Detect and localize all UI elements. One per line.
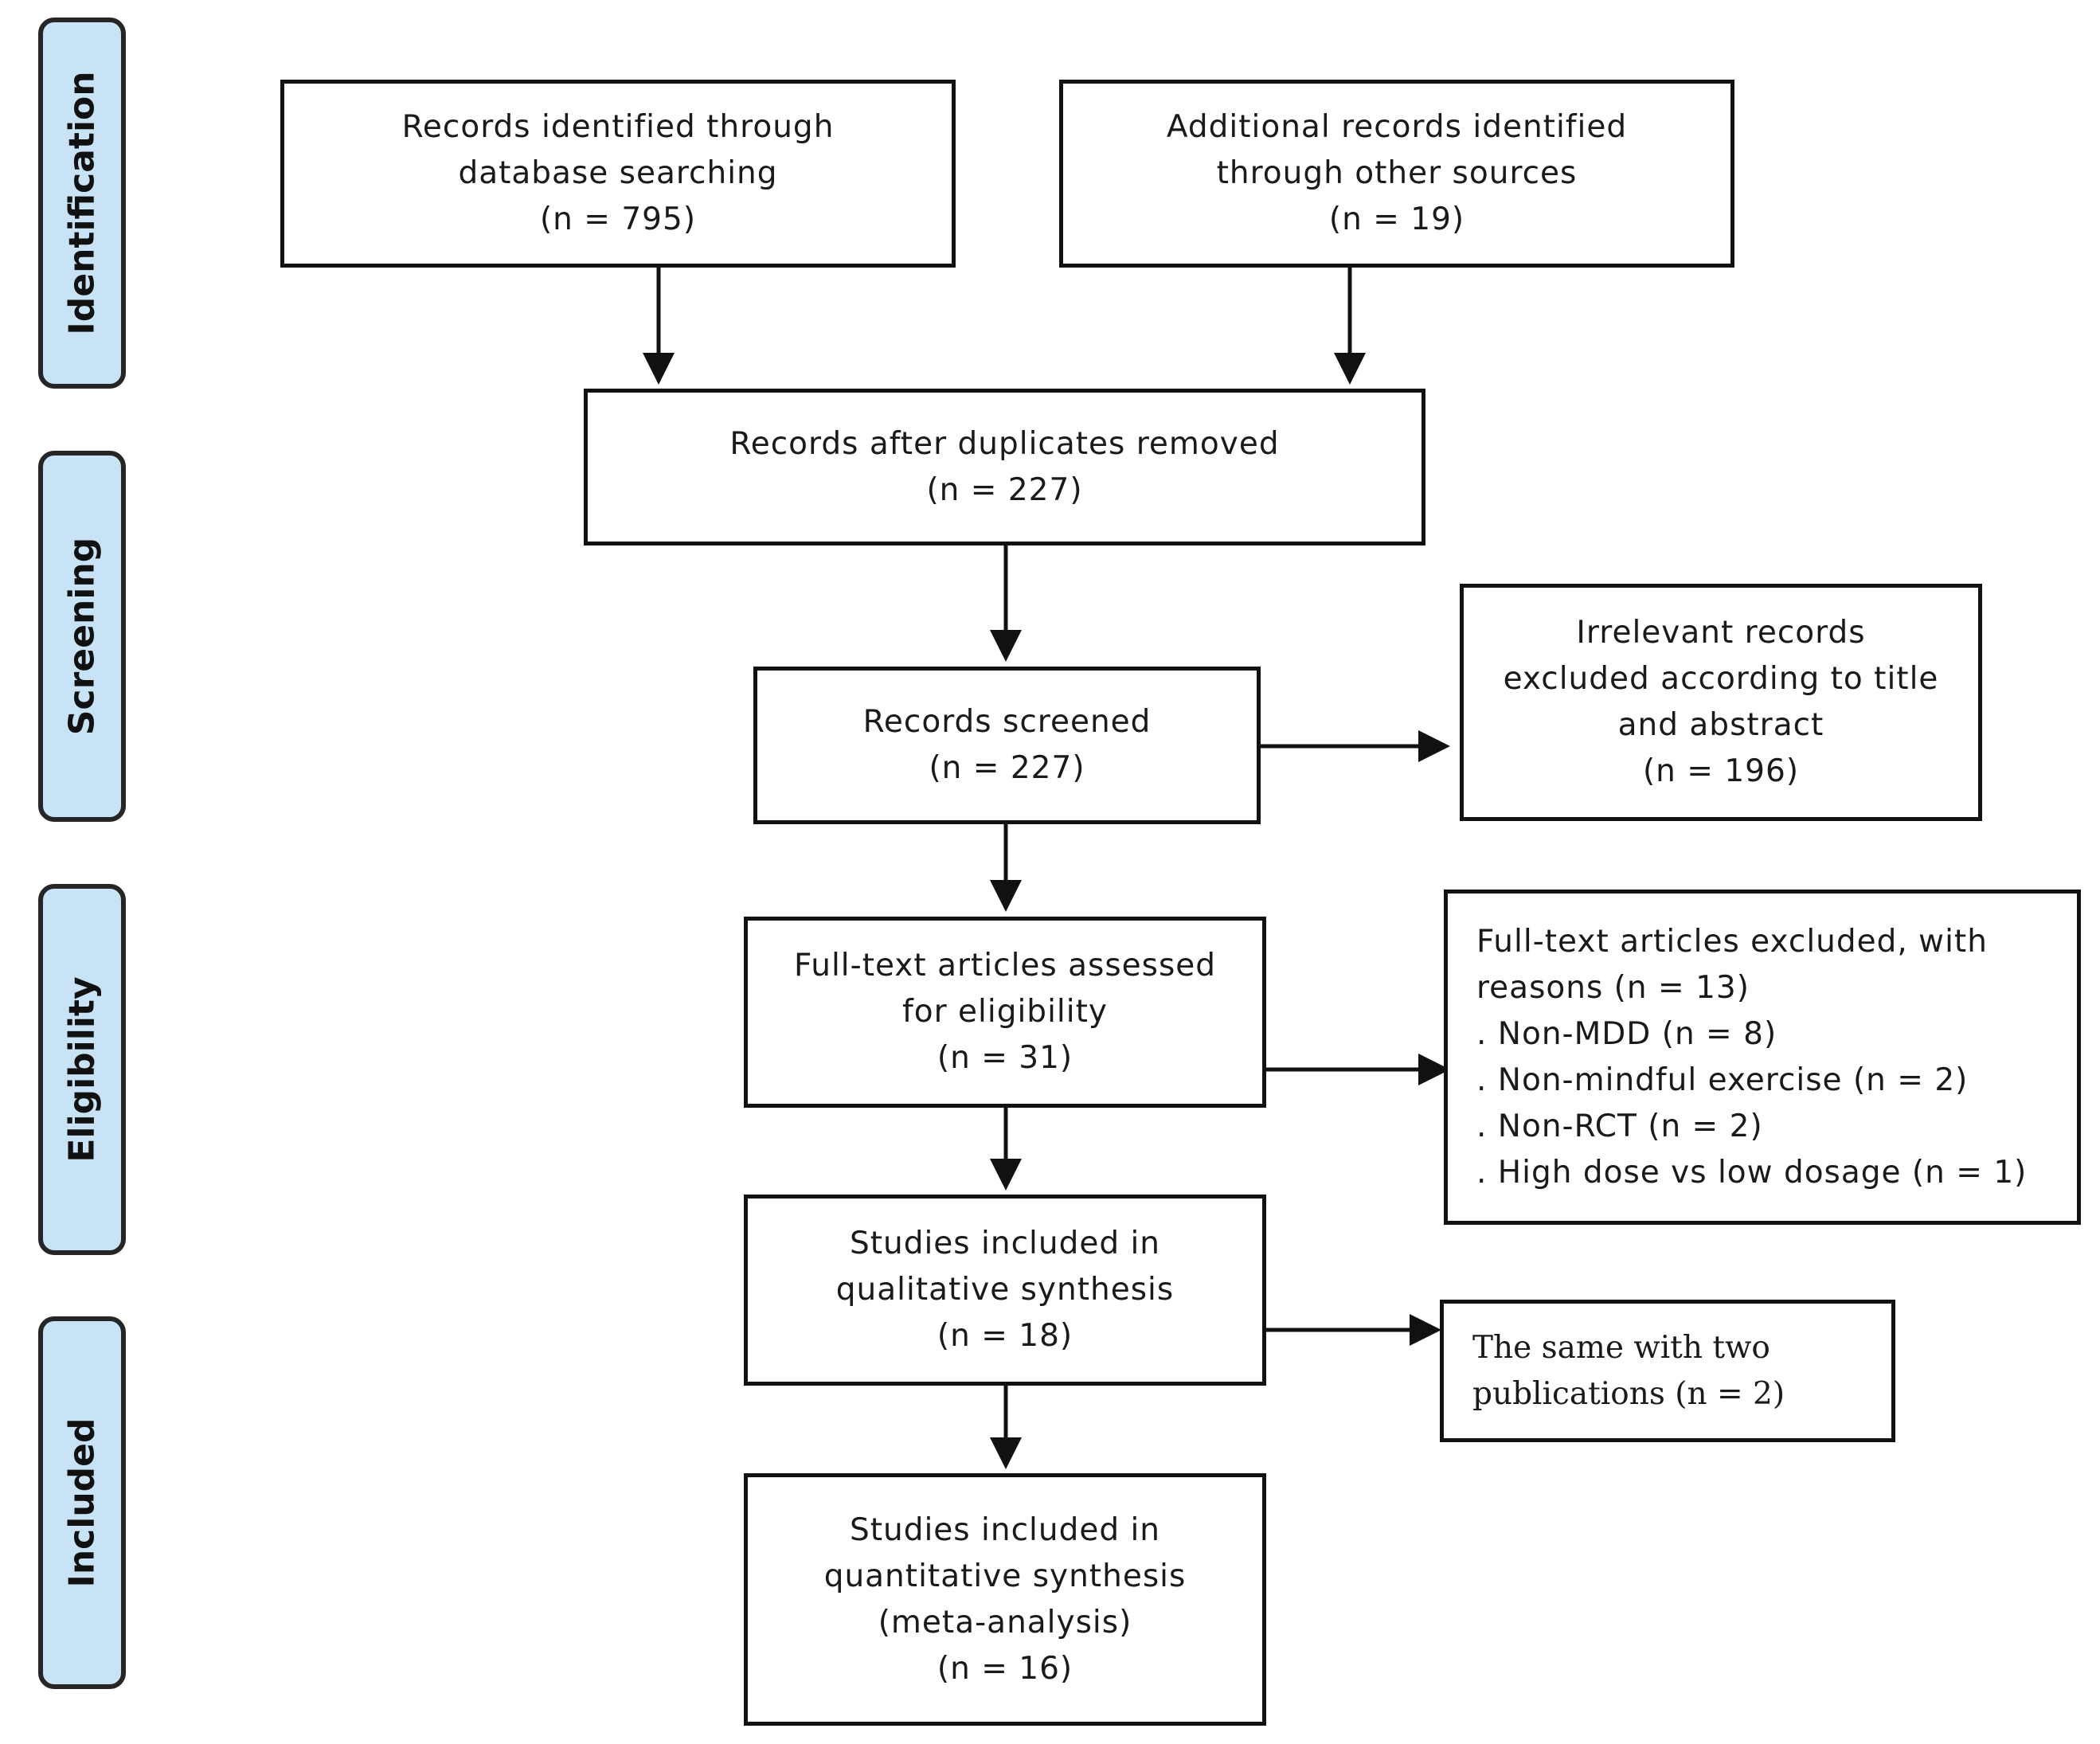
box-text-line: Studies included in <box>849 1226 1161 1261</box>
box-text-line: The same with two <box>1472 1329 1770 1366</box>
box-text-line: (n = 19) <box>1328 201 1465 237</box>
box-database-records: Records identified through database sear… <box>280 80 956 268</box>
box-text-line: Additional records identified <box>1166 109 1628 145</box>
phase-eligibility: Eligibility <box>38 884 126 1255</box>
box-same-publications: The same with two publications (n = 2) <box>1440 1300 1895 1442</box>
box-text-line: (n = 196) <box>1642 753 1800 789</box>
box-text-line: quantitative synthesis <box>823 1558 1187 1594</box>
box-text-line: (n = 18) <box>937 1318 1073 1354</box>
box-records-screened: Records screened (n = 227) <box>753 667 1261 824</box>
phase-identification: Identification <box>38 18 126 389</box>
box-text-line: through other sources <box>1216 155 1578 191</box>
box-text-line: reasons (n = 13) <box>1476 969 1750 1006</box>
phase-included: Included <box>38 1316 126 1689</box>
box-text-line: (n = 16) <box>937 1650 1073 1687</box>
box-duplicates-removed: Records after duplicates removed (n = 22… <box>584 389 1425 545</box>
box-fulltext-assessed: Full-text articles assessed for eligibil… <box>744 917 1266 1108</box>
box-text-line: (n = 227) <box>926 471 1083 508</box>
box-fulltext-excluded: Full-text articles excluded, with reason… <box>1444 890 2081 1225</box>
box-text-line: . Non-mindful exercise (n = 2) <box>1476 1062 1969 1098</box>
box-text-line: (n = 227) <box>929 750 1085 786</box>
box-text-line: . Non-MDD (n = 8) <box>1476 1015 1777 1052</box>
box-text-line: . High dose vs low dosage (n = 1) <box>1476 1154 2028 1191</box>
box-quantitative-synthesis: Studies included in quantitative synthes… <box>744 1473 1266 1726</box>
box-text-line: Full-text articles assessed <box>793 948 1217 983</box>
box-text-line: Full-text articles excluded, with <box>1476 923 1988 960</box>
box-text-line: Records screened <box>862 704 1152 740</box>
box-text-line: publications (n = 2) <box>1472 1375 1785 1412</box>
phase-screening: Screening <box>38 451 126 822</box>
box-text-line: (n = 795) <box>539 201 697 237</box>
box-text-line: Records after duplicates removed <box>729 425 1280 462</box>
box-text-line: (meta-analysis) <box>878 1604 1132 1640</box>
box-text-line: Studies included in <box>849 1511 1161 1548</box>
box-text-line: database searching <box>458 155 778 191</box>
box-text-line: Irrelevant records <box>1576 615 1866 651</box>
box-text-line: (n = 31) <box>937 1040 1073 1076</box>
box-text-line: . Non-RCT (n = 2) <box>1476 1108 1763 1144</box>
box-text-line: qualitative synthesis <box>835 1272 1175 1308</box>
box-other-sources: Additional records identified through ot… <box>1059 80 1734 268</box>
box-text-line: excluded according to title <box>1503 661 1939 697</box>
box-text-line: for eligibility <box>902 994 1108 1030</box>
box-qualitative-synthesis: Studies included in qualitative synthesi… <box>744 1195 1266 1386</box>
box-text-line: and abstract <box>1617 707 1824 743</box>
box-text-line: Records identified through <box>401 109 835 145</box>
box-irrelevant-excluded: Irrelevant records excluded according to… <box>1460 584 1982 821</box>
